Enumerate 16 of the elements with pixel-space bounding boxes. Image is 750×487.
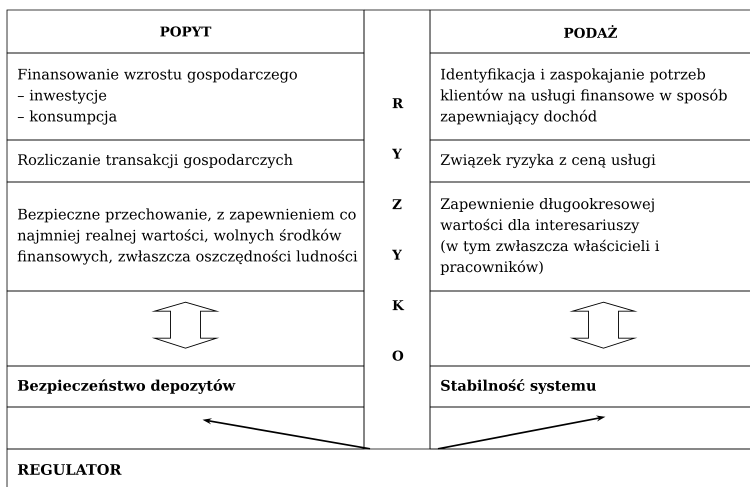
risk-column: R Y Z Y K O (364, 10, 430, 450)
text-cell: Finansowanie wzrostu gospodarczego – inwestycje – konsumpcja (6, 52, 364, 140)
header-cell: POPYT (6, 10, 364, 54)
text-cell: Bezpieczne przechowanie, z zapewnieniem co najmniej realnej wartości, wolnych środków finansowych, zwłaszcza oszczędności ludności (6, 182, 364, 292)
text-cell: Związek ryzyka z ceną usługi (430, 140, 750, 182)
header-cell: PODAŻ (430, 10, 750, 54)
empty-cell (6, 406, 364, 450)
text-cell: Zapewnienie długookresowej wartości dla interesariuszy (w tym zwłaszcza właścicieli i pracowników) (430, 182, 750, 292)
empty-cell (6, 290, 364, 366)
text-cell: Identyfikacja i zaspokajanie potrzeb klientów na usługi finansowe w sposób zapewniający dochód (430, 52, 750, 140)
empty-cell (430, 290, 750, 366)
text-cell: Bezpieczeństwo depozytów (6, 366, 364, 408)
regulator-box: REGULATOR (6, 448, 750, 487)
text-cell: Rozliczanie transakcji gospodarczych (6, 140, 364, 182)
text-cell: Stabilność systemu (430, 366, 750, 408)
empty-cell (430, 406, 750, 450)
